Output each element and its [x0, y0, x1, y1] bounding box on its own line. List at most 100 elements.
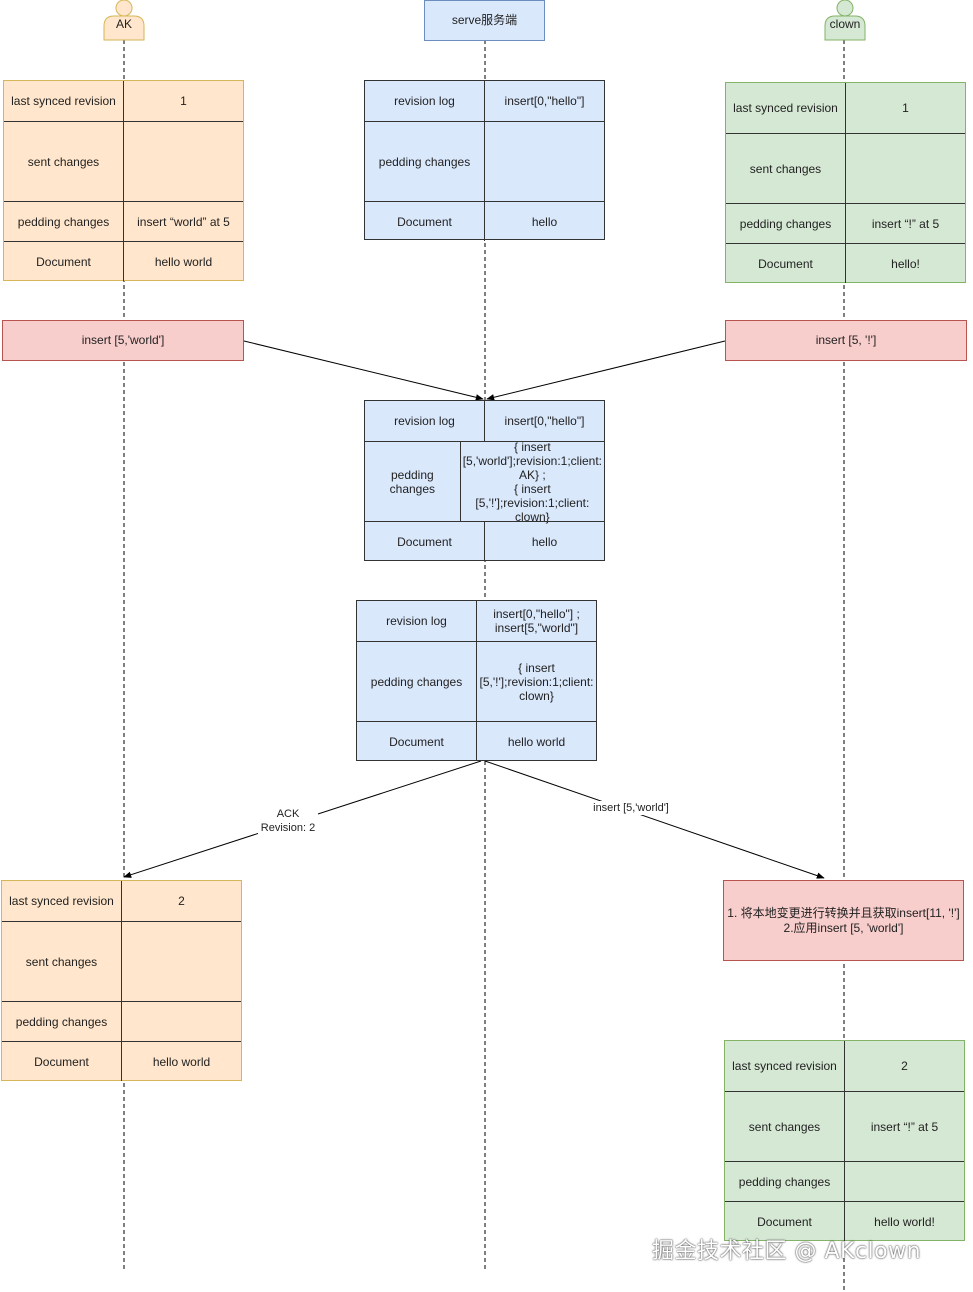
table-row: last synced revision 1: [726, 83, 965, 133]
table-row: revision log insert[0,"hello"] ; insert[…: [357, 601, 596, 641]
cell-key: Document: [357, 722, 477, 761]
cell-value: [122, 922, 241, 1001]
table-row: revision log insert[0,"hello"]: [365, 81, 604, 121]
table-row: Document hello world!: [725, 1201, 964, 1241]
cell-key: Document: [4, 242, 124, 281]
clown-operation-label: insert [5, '!']: [815, 333, 877, 347]
ak-final-state-table: last synced revision 2 sent changes pedd…: [1, 880, 242, 1081]
actor-clown: clown: [824, 0, 866, 42]
actor-ak-label: AK: [115, 17, 132, 31]
table-row: sent changes insert “!” at 5: [725, 1091, 964, 1161]
cell-value: hello world: [152, 1054, 211, 1069]
actor-ak: AK: [103, 0, 145, 42]
cell-key: sent changes: [4, 122, 124, 201]
clown-operation-box: insert [5, '!']: [725, 320, 967, 361]
table-row: Document hello world: [4, 241, 243, 281]
clown-transform-label: 1. 将本地变更进行转换并且获取insert[11, '!'] 2.应用inse…: [727, 905, 960, 935]
cell-key: revision log: [365, 401, 485, 441]
ak-operation-label: insert [5,'world']: [81, 333, 165, 347]
arrow-clown-to-server: [486, 340, 726, 401]
cell-value: [485, 122, 604, 201]
cell-value: insert “world” at 5: [137, 214, 230, 229]
cell-key: Document: [726, 244, 846, 283]
cell-value: [845, 1162, 964, 1201]
cell-value: hello: [531, 534, 558, 549]
cell-key: sent changes: [2, 922, 122, 1001]
cell-value: insert[0,"hello"]: [504, 414, 585, 428]
cell-value: hello world: [154, 254, 213, 269]
table-row: Document hello: [365, 521, 604, 561]
cell-value: hello!: [891, 256, 920, 271]
table-row: last synced revision 2: [2, 881, 241, 921]
cell-value: [124, 122, 243, 201]
table-row: sent changes: [2, 921, 241, 1001]
cell-key: pedding changes: [2, 1002, 122, 1041]
cell-key: sent changes: [725, 1092, 845, 1161]
table-row: pedding changes { insert [5,'world'];rev…: [365, 439, 604, 524]
cell-key: last synced revision: [725, 1041, 845, 1091]
table-row: Document hello!: [726, 243, 965, 283]
table-row: pedding changes insert “!” at 5: [726, 203, 965, 243]
cell-value: { insert [5,'!'];revision:1;client: clow…: [479, 660, 594, 703]
cell-value: 1: [180, 94, 187, 108]
clown-transform-box: 1. 将本地变更进行转换并且获取insert[11, '!'] 2.应用inse…: [723, 880, 964, 961]
cell-value: insert[0,"hello"] ; insert[5,"world"]: [493, 607, 580, 635]
cell-key: sent changes: [726, 134, 846, 203]
table-row: pedding changes insert “world” at 5: [4, 201, 243, 241]
actor-clown-icon: [824, 0, 866, 41]
ak-initial-state-table: last synced revision 1 sent changes pedd…: [3, 80, 244, 281]
cell-key: pedding changes: [365, 122, 485, 201]
actor-server-label: serve服务端: [451, 13, 518, 27]
cell-value: [846, 134, 965, 203]
cell-value: 2: [178, 894, 185, 908]
ack-edge-label: ACK Revision: 2: [258, 807, 318, 835]
cell-key: last synced revision: [4, 81, 124, 121]
cell-key: revision log: [357, 601, 477, 641]
table-row: Document hello world: [357, 721, 596, 761]
actor-clown-label: clown: [829, 17, 861, 31]
table-row: Document hello world: [2, 1041, 241, 1081]
table-row: pedding changes: [2, 1001, 241, 1041]
cell-value: hello world: [507, 734, 566, 749]
broadcast-edge-label: insert [5,'world']: [590, 801, 672, 815]
cell-key: pedding changes: [365, 442, 461, 521]
watermark: 掘金技术社区 @ AKclown: [652, 1239, 922, 1264]
actor-ak-icon: [103, 0, 145, 41]
cell-value: 1: [902, 101, 909, 115]
server-after-ack-table: revision log insert[0,"hello"] ; insert[…: [356, 600, 597, 761]
ak-operation-box: insert [5,'world']: [2, 320, 244, 361]
table-row: last synced revision 2: [725, 1041, 964, 1091]
cell-key: pedding changes: [357, 642, 477, 721]
cell-value: insert “!” at 5: [870, 1119, 939, 1134]
cell-value: 2: [901, 1059, 908, 1073]
table-row: pedding changes: [725, 1161, 964, 1201]
table-row: sent changes: [726, 133, 965, 203]
clown-initial-state-table: last synced revision 1 sent changes pedd…: [725, 82, 966, 283]
cell-key: revision log: [365, 81, 485, 121]
cell-value: hello: [531, 214, 558, 229]
cell-value: hello world!: [874, 1214, 935, 1229]
cell-key: last synced revision: [726, 83, 846, 133]
arrow-broadcast-to-clown: [484, 760, 825, 879]
cell-key: Document: [365, 522, 485, 561]
arrow-ak-to-server: [243, 340, 484, 401]
cell-key: pedding changes: [725, 1162, 845, 1201]
cell-key: last synced revision: [2, 881, 122, 921]
cell-value: insert[0,"hello"]: [504, 94, 585, 108]
cell-value: [122, 1002, 241, 1041]
clown-final-state-table: last synced revision 2 sent changes inse…: [724, 1040, 965, 1241]
table-row: last synced revision 1: [4, 81, 243, 121]
cell-key: Document: [725, 1202, 845, 1241]
cell-key: Document: [365, 202, 485, 241]
server-pending-state-table: revision log insert[0,"hello"] pedding c…: [364, 400, 605, 561]
table-row: pedding changes { insert [5,'!'];revisio…: [357, 641, 596, 721]
cell-key: pedding changes: [4, 202, 124, 241]
cell-value: insert “!” at 5: [871, 216, 940, 231]
cell-key: pedding changes: [726, 204, 846, 243]
table-row: sent changes: [4, 121, 243, 201]
server-initial-state-table: revision log insert[0,"hello"] pedding c…: [364, 80, 605, 241]
actor-server: serve服务端: [424, 0, 545, 41]
cell-value: { insert [5,'world'];revision:1;client: …: [462, 439, 603, 524]
table-row: pedding changes: [365, 121, 604, 201]
